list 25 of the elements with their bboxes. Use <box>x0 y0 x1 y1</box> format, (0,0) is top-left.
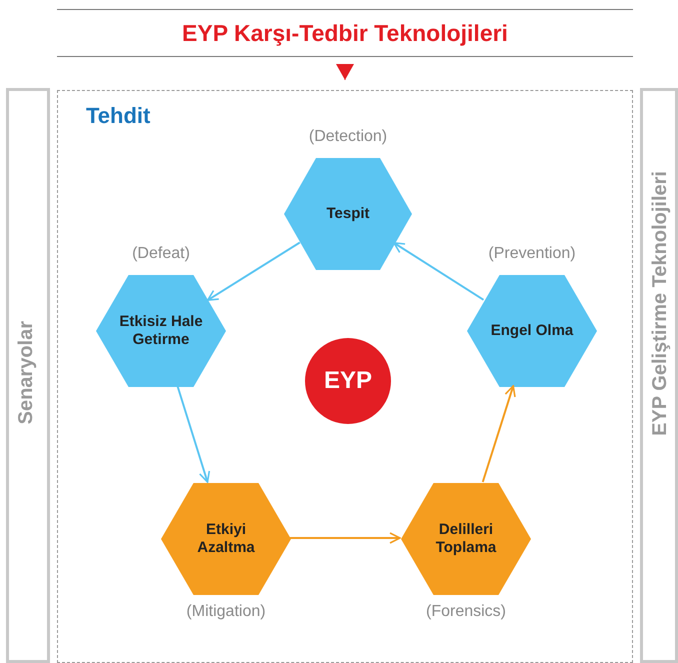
arrow <box>482 385 516 482</box>
arrow <box>290 532 401 544</box>
side-band <box>6 88 50 663</box>
pointer-triangle <box>336 64 354 80</box>
step-label: Delilleri Toplama <box>434 521 498 557</box>
title-band <box>57 9 633 57</box>
english-caption: (Prevention) <box>488 245 576 263</box>
core-label: EYP <box>322 367 374 395</box>
title-text: EYP Karşı-Tedbir Teknolojileri <box>181 20 509 47</box>
arrow <box>176 386 210 483</box>
side-label: Senaryolar <box>15 321 38 424</box>
arrow <box>206 242 300 302</box>
english-caption: (Detection) <box>308 128 388 146</box>
threat-frame <box>57 90 633 663</box>
arrow <box>393 242 484 301</box>
step-label: Etkiyi Azaltma <box>196 521 256 557</box>
step-label: Engel Olma <box>490 322 574 340</box>
english-caption: (Forensics) <box>426 603 506 621</box>
english-caption: (Defeat) <box>132 245 190 263</box>
english-caption: (Mitigation) <box>186 603 266 621</box>
step-label: Tespit <box>325 205 371 223</box>
frame-heading: Tehdit <box>86 103 150 129</box>
side-band <box>640 88 678 663</box>
side-label: EYP Geliştirme Teknolojileri <box>649 171 672 436</box>
step-label: Etkisiz Hale Getirme <box>118 313 204 349</box>
